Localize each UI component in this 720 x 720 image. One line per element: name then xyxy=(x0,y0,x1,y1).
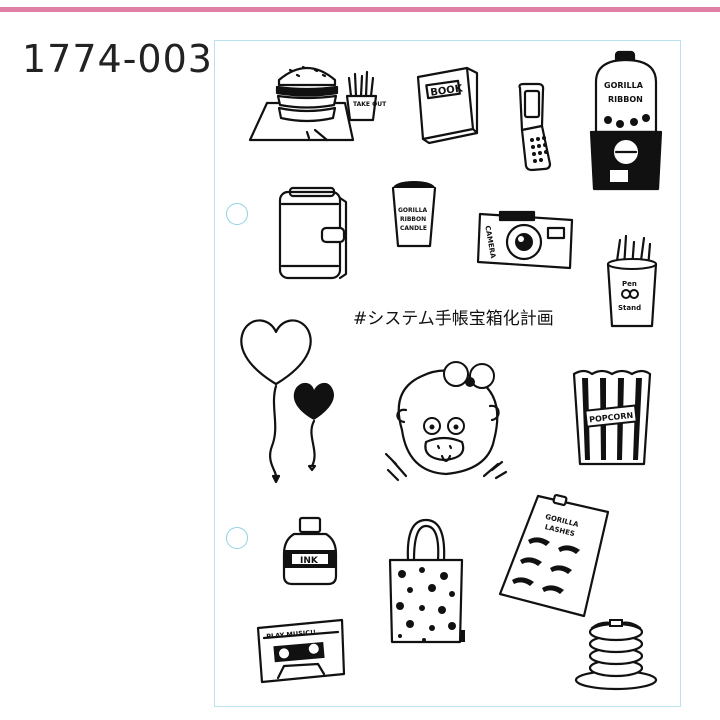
gumball-machine-icon: GORILLA RIBBON xyxy=(586,50,666,197)
binder-hole-top xyxy=(226,203,248,225)
hashtag-text: #システム手帳宝箱化計画 xyxy=(353,309,554,329)
candle-label-3: CANDLE xyxy=(400,225,427,232)
pen-stand-label-1: Pen xyxy=(622,280,637,288)
tote-bag-icon xyxy=(386,516,466,646)
ink-bottle-icon: INK xyxy=(280,516,340,586)
gumball-label-2: RIBBON xyxy=(608,95,643,104)
take-out-label: TAKE OUT xyxy=(353,101,387,108)
pen-stand-label-2: Stand xyxy=(618,304,641,312)
ink-label: INK xyxy=(300,556,319,566)
product-code: 1774-003 xyxy=(22,37,213,81)
binder-hole-bottom xyxy=(226,527,248,549)
book-label: BOOK xyxy=(430,83,465,99)
flip-phone-icon xyxy=(514,82,554,172)
camera-icon: CAMERA xyxy=(476,206,576,274)
planner-icon xyxy=(276,184,352,282)
candle-label-2: RIBBON xyxy=(400,216,426,223)
book-icon: BOOK xyxy=(415,65,480,145)
eyelashes-icon: GORILLA LASHES xyxy=(498,493,610,618)
gorilla-face-icon xyxy=(382,360,512,490)
popcorn-icon: POPCORN xyxy=(572,368,652,466)
candle-icon: GORILLA RIBBON CANDLE xyxy=(390,178,438,250)
pancakes-icon xyxy=(572,612,660,692)
gumball-label-1: GORILLA xyxy=(604,81,644,90)
heart-balloons-icon xyxy=(236,316,340,486)
candle-label-1: GORILLA xyxy=(398,207,428,214)
top-accent-bar xyxy=(0,7,720,12)
burger-fries-icon: TAKE OUT xyxy=(245,58,387,148)
cassette-icon: PLAY MUSIC!! xyxy=(256,616,346,686)
pen-stand-icon: Pen Stand xyxy=(604,234,660,330)
